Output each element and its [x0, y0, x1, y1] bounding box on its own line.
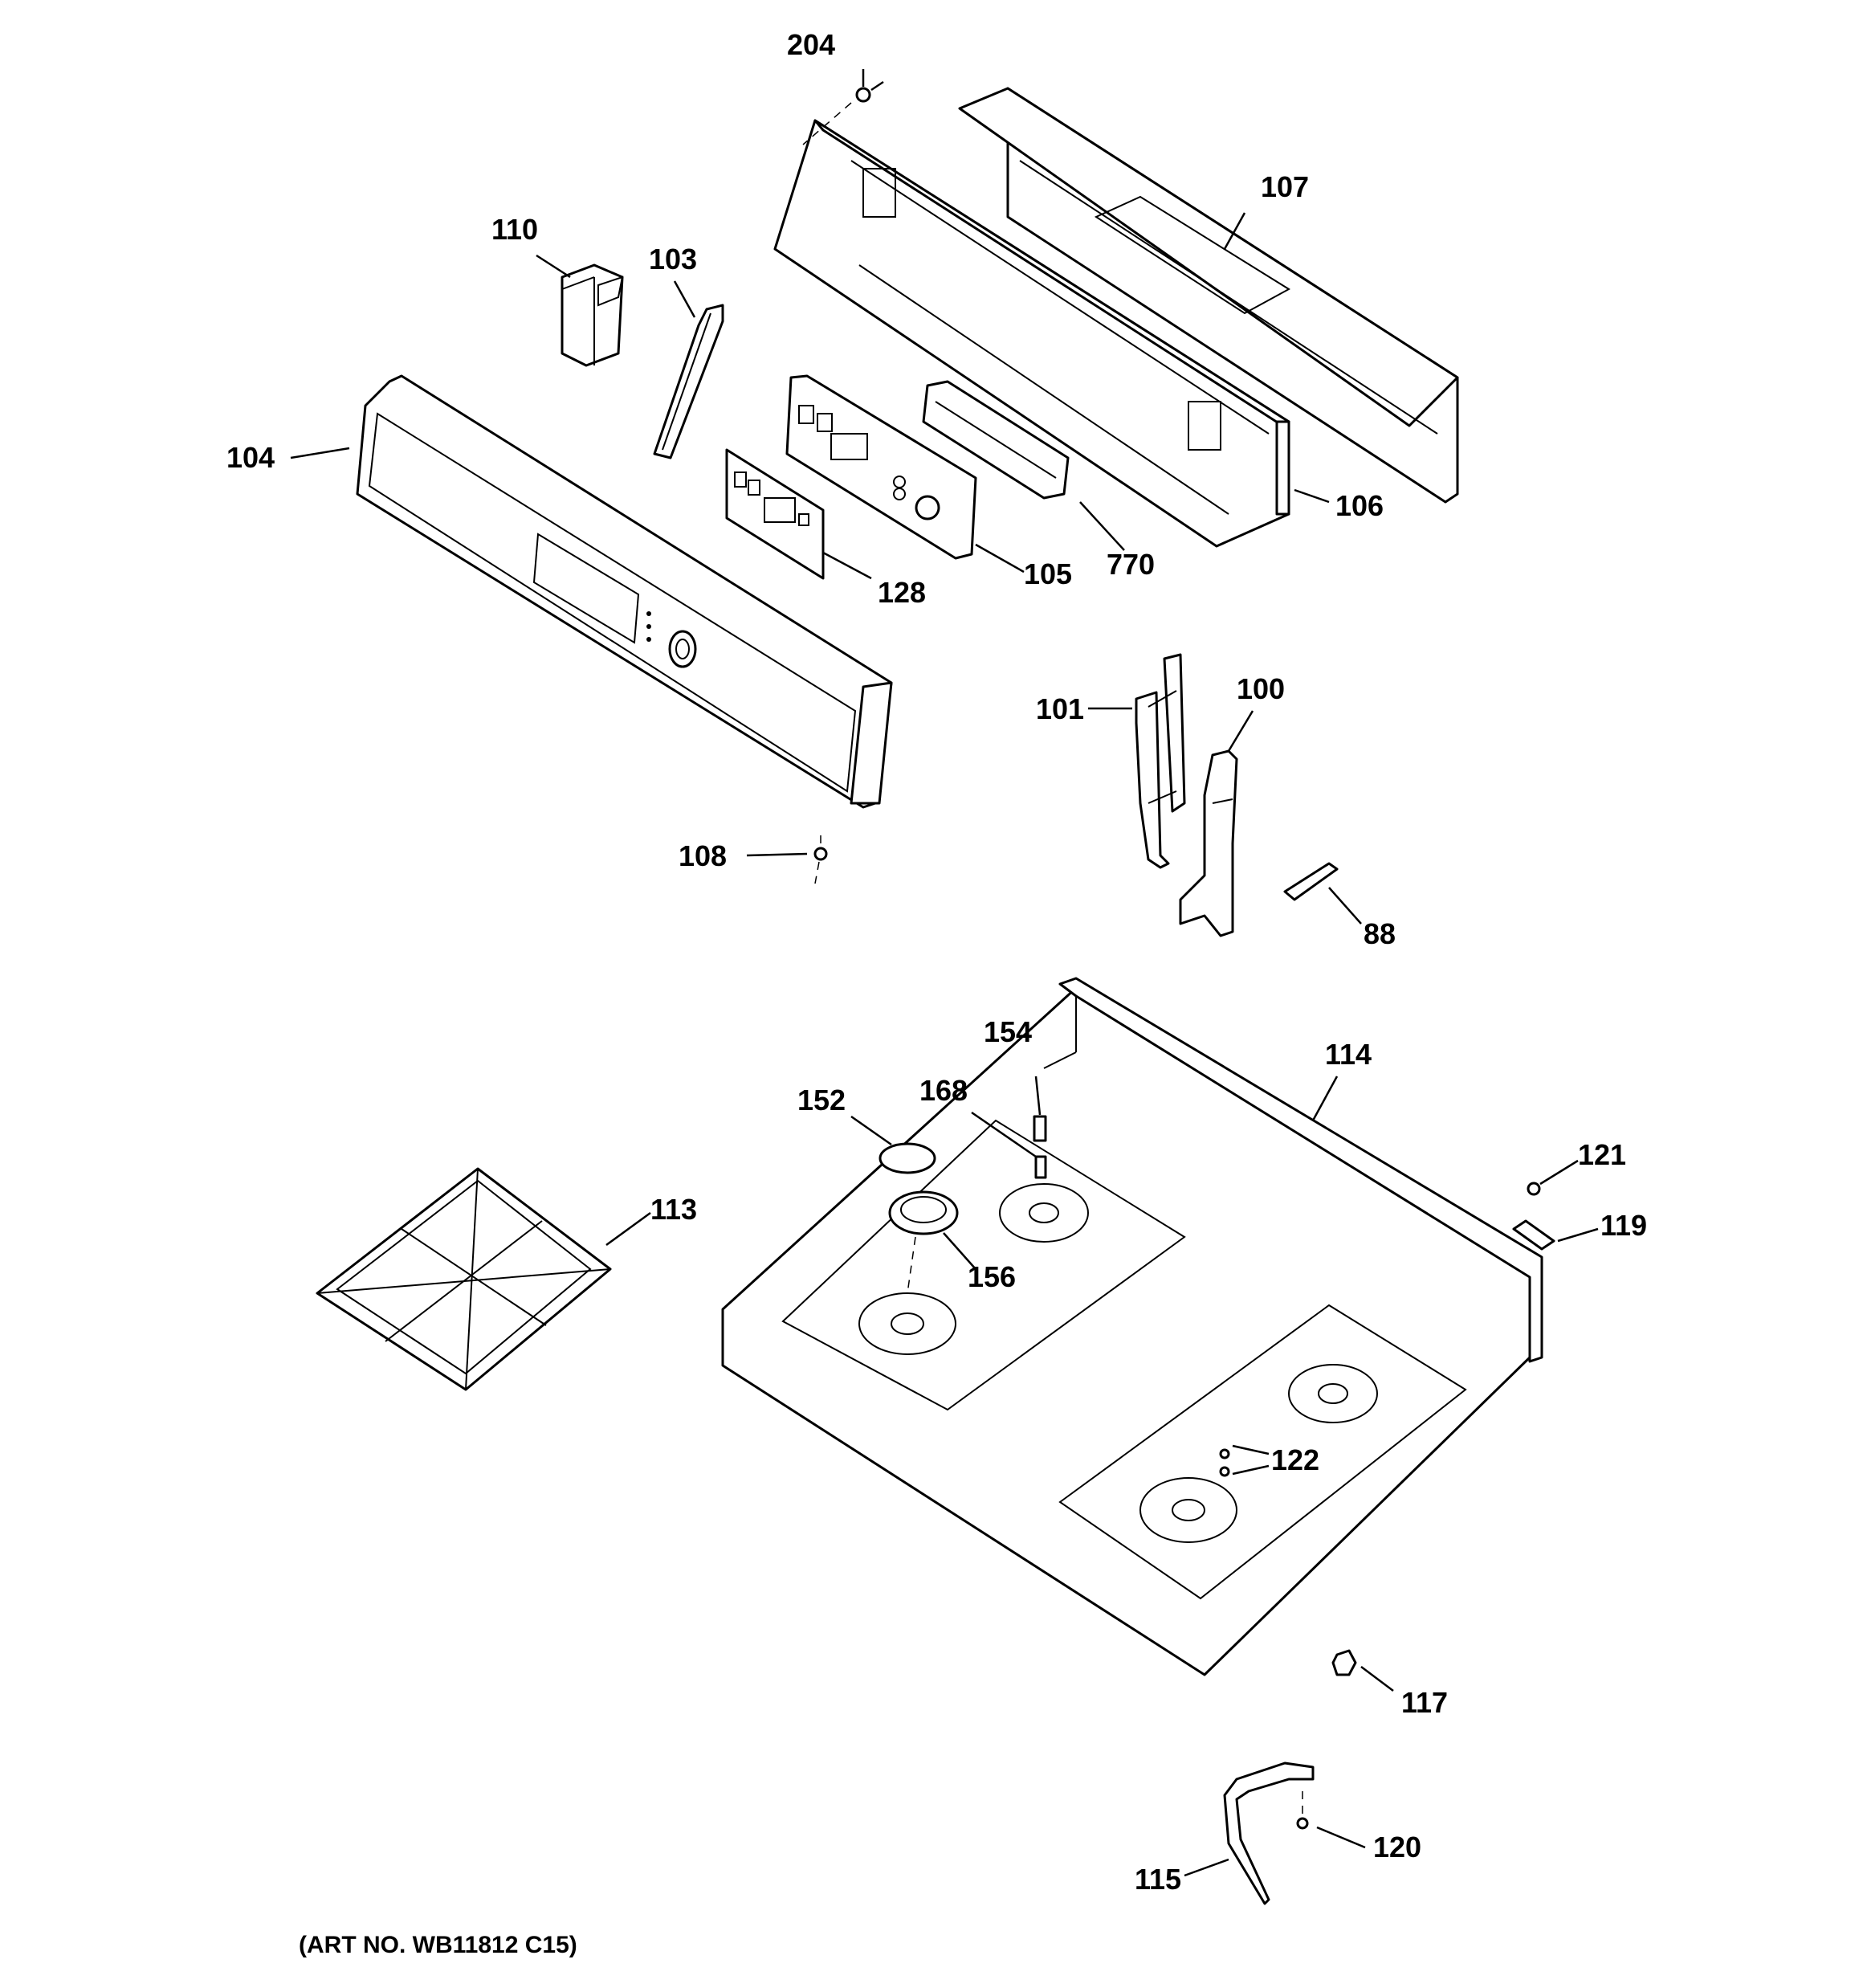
callout-154: 154 — [984, 1015, 1033, 1048]
art-number: (ART NO. WB11812 C15) — [299, 1932, 577, 1958]
pad-88 — [1283, 862, 1339, 901]
callout-115: 115 — [1135, 1863, 1182, 1896]
callout-114: 114 — [1325, 1038, 1372, 1071]
callout-204: 204 — [787, 28, 836, 61]
control-panel-104 — [356, 374, 893, 809]
nut-117 — [1331, 1649, 1357, 1676]
callout-770: 770 — [1107, 548, 1156, 581]
bracket-100 — [1179, 749, 1238, 937]
callout-113: 113 — [650, 1193, 698, 1226]
grate-113 — [316, 1167, 612, 1391]
callout-107: 107 — [1261, 170, 1310, 203]
leader-lines — [290, 69, 1599, 1877]
callout-104: 104 — [226, 441, 275, 474]
bracket-770 — [922, 380, 1070, 500]
screw-120 — [1296, 1791, 1309, 1830]
screws-122 — [1219, 1448, 1230, 1477]
callout-105: 105 — [1024, 557, 1073, 590]
support-rod-115 — [1223, 1761, 1315, 1905]
cooktop-114 — [721, 977, 1543, 1676]
burner-cap-152 — [879, 1142, 936, 1174]
callout-156: 156 — [968, 1260, 1017, 1293]
callout-121: 121 — [1578, 1138, 1627, 1171]
burner-head-156 — [888, 1190, 959, 1294]
callout-108: 108 — [679, 839, 728, 872]
callout-101: 101 — [1036, 692, 1085, 725]
bracket-103 — [653, 304, 724, 459]
callout-119: 119 — [1600, 1209, 1648, 1242]
screw-204 — [802, 80, 884, 145]
rear-cover-107 — [958, 87, 1459, 504]
electrode-154 — [1033, 1115, 1047, 1142]
callout-88: 88 — [1364, 917, 1396, 950]
bracket-119 — [1512, 1219, 1555, 1251]
callout-122: 122 — [1271, 1443, 1320, 1476]
callout-128: 128 — [878, 576, 927, 609]
callout-110: 110 — [491, 213, 539, 246]
screw-108 — [813, 835, 828, 884]
callout-152: 152 — [797, 1084, 846, 1116]
control-board-105 — [785, 374, 977, 560]
bracket-101 — [1135, 653, 1186, 869]
callout-168: 168 — [919, 1074, 968, 1107]
callout-103: 103 — [649, 243, 698, 276]
callout-117: 117 — [1401, 1686, 1449, 1719]
orifice-168 — [1034, 1155, 1047, 1179]
callout-120: 120 — [1373, 1831, 1422, 1863]
overlay-128 — [725, 448, 825, 580]
callout-100: 100 — [1237, 672, 1286, 705]
rear-panel-106 — [773, 119, 1290, 548]
clip-110 — [561, 263, 624, 367]
screw-121 — [1527, 1182, 1541, 1196]
callout-106: 106 — [1335, 489, 1384, 522]
